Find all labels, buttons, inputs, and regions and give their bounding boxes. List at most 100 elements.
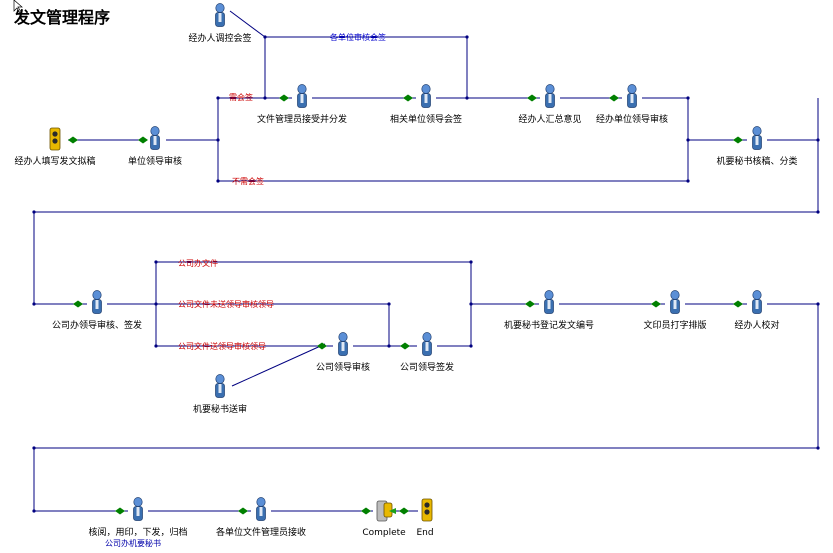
connector-line xyxy=(229,10,266,38)
flow-arrow-icon xyxy=(317,342,327,350)
condition-label-c3: 不需会签 xyxy=(232,176,264,186)
n8-label: 机要秘书核稿、分类 xyxy=(716,155,797,167)
n2-label: 单位领导审核 xyxy=(128,155,182,167)
n19-node[interactable]: End xyxy=(416,498,434,538)
n4-node[interactable]: 文件管理员接受并分发 xyxy=(257,84,347,126)
n17-node[interactable]: 各单位文件管理员接收 xyxy=(216,497,306,539)
n12-node[interactable]: 机要秘书送审 xyxy=(193,374,247,416)
junction-dot xyxy=(686,179,690,183)
traffic-light-start-icon xyxy=(49,127,61,151)
person-icon xyxy=(545,84,555,108)
n2-node[interactable]: 单位领导审核 xyxy=(128,126,182,168)
n15-node[interactable]: 经办人校对 xyxy=(734,290,780,332)
n6-node[interactable]: 经办人汇总意见 xyxy=(518,84,582,126)
n19-label: End xyxy=(416,528,433,538)
flow-arrow-icon xyxy=(733,300,743,308)
junction-dot xyxy=(216,138,220,142)
person-icon xyxy=(297,84,307,108)
n5-node[interactable]: 相关单位领导会签 xyxy=(390,84,462,126)
n11-node[interactable]: 公司领导签发 xyxy=(400,332,454,374)
person-icon xyxy=(670,290,680,314)
person-icon xyxy=(421,84,431,108)
person-icon xyxy=(92,290,102,314)
junction-dot xyxy=(387,344,391,348)
flow-arrow-icon xyxy=(609,94,619,102)
n15-label: 经办人校对 xyxy=(734,319,779,331)
n7-label: 经办单位领导审核 xyxy=(596,113,668,125)
junction-dot xyxy=(686,138,690,142)
flow-arrow-icon xyxy=(361,507,371,515)
junction-dot xyxy=(469,260,473,264)
flow-arrow-icon xyxy=(527,94,537,102)
junction-dot xyxy=(816,446,820,450)
person-icon xyxy=(627,84,637,108)
flow-arrow-icon xyxy=(400,342,410,350)
complete-icon xyxy=(376,500,396,522)
junction-dot xyxy=(154,302,158,306)
junction-dot xyxy=(816,210,820,214)
flow-arrow-icon xyxy=(138,136,148,144)
n14-label: 文印员打字排版 xyxy=(643,319,706,331)
junction-dot xyxy=(469,302,473,306)
n14-node[interactable]: 文印员打字排版 xyxy=(643,290,707,332)
person-icon xyxy=(133,497,143,521)
flow-arrow-icon xyxy=(279,94,289,102)
junction-dot xyxy=(32,509,36,513)
n3-label: 经办人调控会签 xyxy=(188,32,251,44)
n9-label: 公司办领导审核、签发 xyxy=(52,319,142,331)
n18-label: Complete xyxy=(362,528,406,538)
n16-label: 核阅，用印，下发，归档 xyxy=(88,526,187,538)
n13-label: 机要秘书登记发文编号 xyxy=(504,319,594,331)
n5-label: 相关单位领导会签 xyxy=(390,113,462,125)
n7-node[interactable]: 经办单位领导审核 xyxy=(596,84,668,126)
junction-dot xyxy=(387,302,391,306)
junction-dot xyxy=(216,96,220,100)
n16-sublabel: 公司办机要秘书 xyxy=(105,538,161,548)
connector-line xyxy=(231,343,326,387)
n3-node[interactable]: 经办人调控会签 xyxy=(188,3,252,45)
junction-dot xyxy=(465,96,469,100)
n13-node[interactable]: 机要秘书登记发文编号 xyxy=(504,290,594,332)
flow-arrow-icon xyxy=(73,300,83,308)
n6-label: 经办人汇总意见 xyxy=(518,113,581,125)
n17-label: 各单位文件管理员接收 xyxy=(216,526,306,538)
flow-arrow-icon xyxy=(115,507,125,515)
junction-dot xyxy=(263,35,267,39)
junction-dot xyxy=(154,260,158,264)
person-icon xyxy=(752,290,762,314)
n18-node[interactable]: Complete xyxy=(362,500,406,538)
n10-label: 公司领导审核 xyxy=(316,361,370,373)
condition-label-c5: 公司文件未送领导审核领导 xyxy=(178,299,274,309)
person-icon xyxy=(215,374,225,398)
condition-label-c6: 公司文件送领导审核领导 xyxy=(178,341,266,351)
person-icon xyxy=(338,332,348,356)
person-icon xyxy=(752,126,762,150)
flow-arrow-icon xyxy=(651,300,661,308)
junction-dot xyxy=(816,138,820,142)
flow-arrow-icon xyxy=(733,136,743,144)
n9-node[interactable]: 公司办领导审核、签发 xyxy=(52,290,142,332)
n12-label: 机要秘书送审 xyxy=(193,403,247,415)
n10-node[interactable]: 公司领导审核 xyxy=(316,332,370,374)
n8-node[interactable]: 机要秘书核稿、分类 xyxy=(716,126,798,168)
junction-dot xyxy=(32,210,36,214)
flow-arrow-icon xyxy=(68,136,78,144)
flow-arrow-icon xyxy=(399,507,409,515)
n4-label: 文件管理员接受并分发 xyxy=(257,113,347,125)
junction-dot xyxy=(32,302,36,306)
junction-dot xyxy=(216,179,220,183)
flow-arrow-icon xyxy=(525,300,535,308)
person-icon xyxy=(150,126,160,150)
junction-dot xyxy=(32,446,36,450)
person-icon xyxy=(422,332,432,356)
cursor-icon xyxy=(13,0,23,14)
junction-dot xyxy=(263,96,267,100)
person-icon xyxy=(215,3,225,27)
person-icon xyxy=(256,497,266,521)
junction-dot xyxy=(465,35,469,39)
page-title: 发文管理程序 xyxy=(13,8,110,27)
condition-label-c4: 公司办文件 xyxy=(178,258,218,268)
n1-node[interactable]: 经办人填写发文拟稿 xyxy=(14,127,96,167)
